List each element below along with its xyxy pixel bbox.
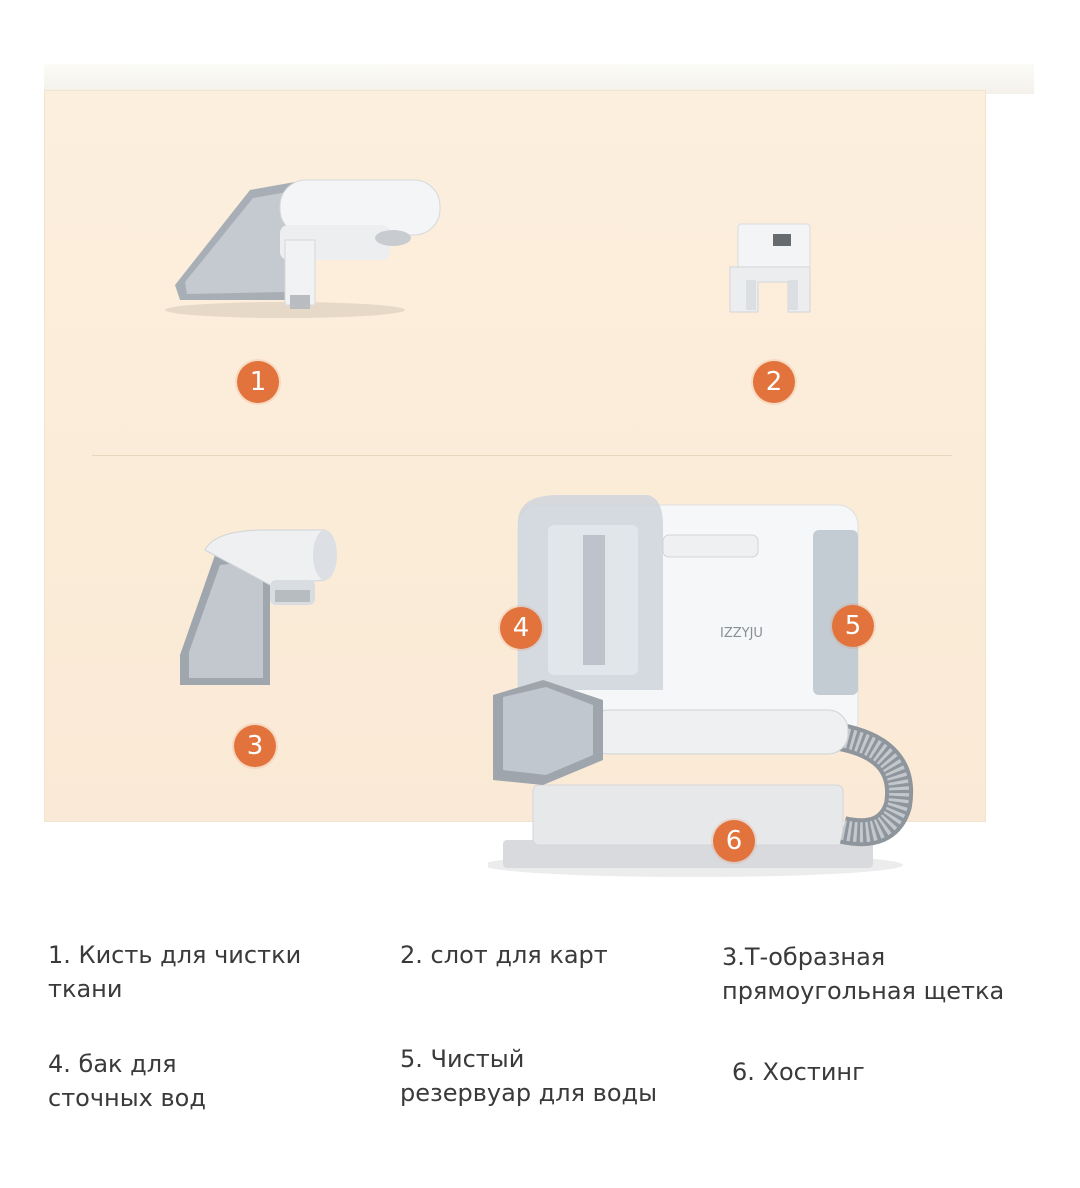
brand-logo: IZZYJU [720,626,763,641]
badge-1: 1 [237,361,279,403]
badge-5: 5 [832,605,874,647]
badge-4: 4 [500,607,542,649]
caption-fabric-brush: 1. Кисть для чистки ткани [48,941,302,1003]
caption-t-shaped-brush: 3.Т-образная прямоугольная щетка [722,943,1005,1005]
badge-6: 6 [713,820,755,862]
t-shaped-brush-image [180,529,337,685]
badge-3: 3 [234,725,276,767]
panel-divider [92,455,952,456]
fabric-brush-image [165,179,441,318]
badge-2: 2 [753,361,795,403]
caption-clean-tank: 5. Чистый резервуар для воды [400,1045,658,1107]
cleaner-main-unit-image: IZZYJU [488,495,914,877]
top-frame [44,64,1034,94]
caption-waste-tank: 4. бак для сточных вод [48,1050,206,1112]
caption-housing: 6. Хостинг [732,1058,865,1086]
caption-card-slot: 2. слот для карт [400,941,608,969]
card-slot-image [729,223,811,313]
